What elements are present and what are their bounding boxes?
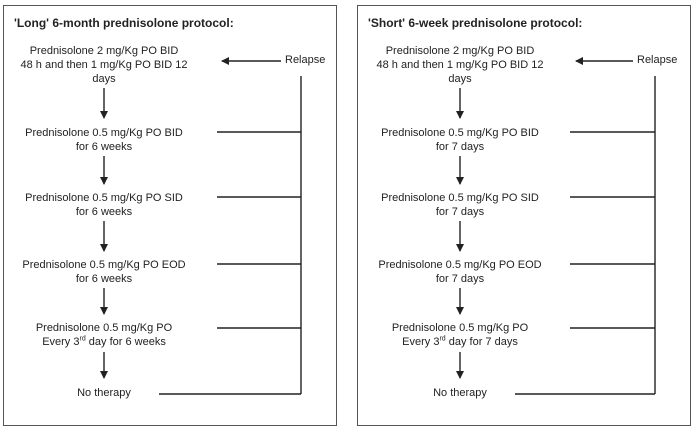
- step-line: No therapy: [77, 387, 131, 399]
- step-bid: Prednisolone 0.5 mg/Kg PO BID for 6 week…: [4, 126, 204, 154]
- step-line: Prednisolone 0.5 mg/Kg PO SID: [25, 192, 183, 204]
- step-eod: Prednisolone 0.5 mg/Kg PO EOD for 7 days: [360, 258, 560, 286]
- step-no-therapy: No therapy: [4, 386, 204, 400]
- step-initial: Prednisolone 2 mg/Kg PO BID 48 h and the…: [4, 44, 204, 86]
- panel-title: 'Short' 6-week prednisolone protocol:: [368, 16, 583, 30]
- step-line: for 6 weeks: [75, 273, 133, 285]
- relapse-label: Relapse: [637, 54, 678, 66]
- step-line: Prednisolone 2 mg/Kg PO BID: [385, 45, 535, 57]
- step-line: for 6 weeks: [75, 206, 133, 218]
- step-eod: Prednisolone 0.5 mg/Kg PO EOD for 6 week…: [4, 258, 204, 286]
- step-line: Prednisolone 0.5 mg/Kg PO BID: [381, 127, 539, 139]
- step-sid: Prednisolone 0.5 mg/Kg PO SID for 7 days: [360, 191, 560, 219]
- step-line: Prednisolone 0.5 mg/Kg PO EOD: [378, 259, 542, 271]
- step-line: for 7 days: [435, 273, 485, 285]
- step-sid: Prednisolone 0.5 mg/Kg PO SID for 6 week…: [4, 191, 204, 219]
- step-bid: Prednisolone 0.5 mg/Kg PO BID for 7 days: [360, 126, 560, 154]
- step-line: No therapy: [433, 387, 487, 399]
- step-line: for 7 days: [435, 206, 485, 218]
- ordinal-suffix: rd: [439, 335, 446, 343]
- step-line: 48 h and then 1 mg/Kg PO BID 12: [376, 59, 544, 71]
- step-line: for 6 weeks: [75, 141, 133, 153]
- step-line: Every 3rd day for 6 weeks: [4, 335, 204, 349]
- step-line: days: [448, 73, 472, 85]
- step-line: days: [92, 73, 116, 85]
- step-text: day for 6 weeks: [85, 336, 166, 348]
- step-line: Prednisolone 2 mg/Kg PO BID: [29, 45, 179, 57]
- ordinal-suffix: rd: [79, 335, 86, 343]
- step-line: Prednisolone 0.5 mg/Kg PO: [391, 322, 529, 334]
- step-every-3rd: Prednisolone 0.5 mg/Kg PO Every 3rd day …: [4, 321, 204, 349]
- relapse-label: Relapse: [285, 54, 326, 66]
- long-protocol-panel: 'Long' 6-month prednisolone protocol: Pr…: [3, 5, 337, 426]
- step-text: Every 3: [402, 336, 440, 348]
- flow-connectors: [456, 57, 656, 395]
- step-text: day for 7 days: [445, 336, 518, 348]
- step-line: Prednisolone 0.5 mg/Kg PO SID: [381, 192, 539, 204]
- step-line: 48 h and then 1 mg/Kg PO BID 12: [20, 59, 188, 71]
- short-protocol-panel: 'Short' 6-week prednisolone protocol: Pr…: [357, 5, 691, 426]
- flow-connectors: [100, 57, 302, 395]
- step-initial: Prednisolone 2 mg/Kg PO BID 48 h and the…: [360, 44, 560, 86]
- step-text: Every 3: [42, 336, 80, 348]
- step-line: Prednisolone 0.5 mg/Kg PO BID: [25, 127, 183, 139]
- panel-title: 'Long' 6-month prednisolone protocol:: [14, 16, 234, 30]
- step-line: Prednisolone 0.5 mg/Kg PO EOD: [22, 259, 186, 271]
- step-no-therapy: No therapy: [360, 386, 560, 400]
- step-line: Every 3rd day for 7 days: [360, 335, 560, 349]
- step-every-3rd: Prednisolone 0.5 mg/Kg PO Every 3rd day …: [360, 321, 560, 349]
- step-line: for 7 days: [435, 141, 485, 153]
- step-line: Prednisolone 0.5 mg/Kg PO: [35, 322, 173, 334]
